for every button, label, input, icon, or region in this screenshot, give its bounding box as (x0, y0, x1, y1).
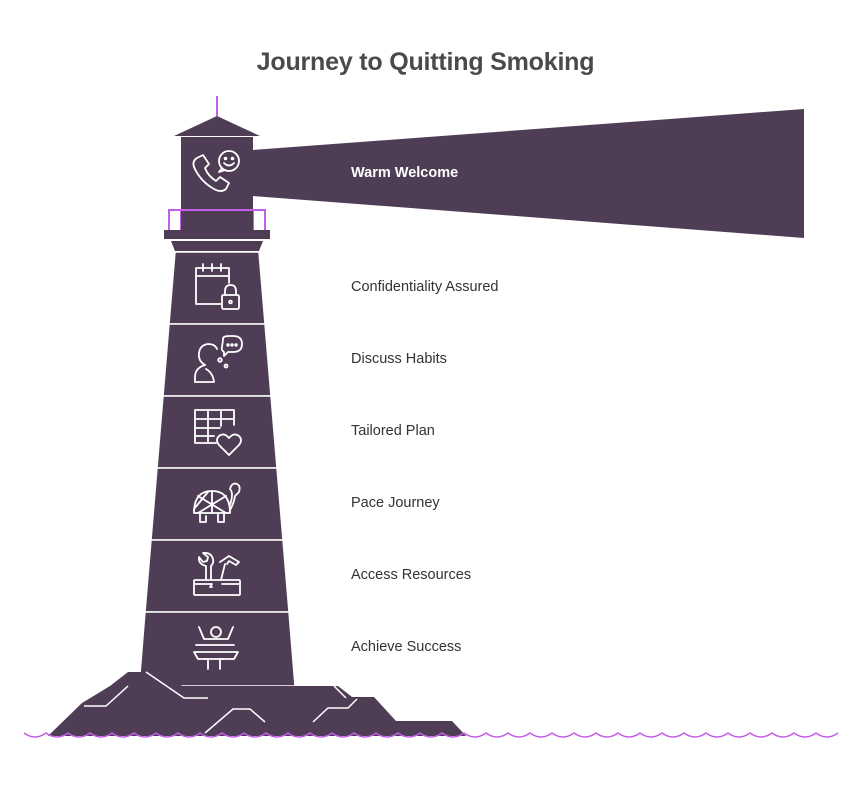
tower-segment-4 (150, 467, 284, 541)
turtle-icon (193, 482, 241, 523)
light-beam (253, 109, 804, 238)
tower-segment-1 (168, 251, 266, 325)
table-heart-icon (194, 409, 242, 456)
step-label-pace-journey: Pace Journey (351, 495, 440, 511)
lantern-room (181, 137, 253, 209)
person-speech-icon (194, 335, 243, 383)
balcony-deck (164, 230, 270, 239)
calendar-lock-icon (195, 263, 240, 310)
balcony-inner (181, 211, 253, 230)
step-label-confidentiality-assured: Confidentiality Assured (351, 279, 499, 295)
step-label-warm-welcome: Warm Welcome (351, 165, 459, 181)
tower-segment-5 (144, 539, 290, 613)
water-waves (23, 732, 839, 738)
balcony-collar (171, 241, 263, 251)
celebrating-person-icon (193, 626, 239, 670)
step-label-discuss-habits: Discuss Habits (351, 351, 447, 367)
tower-segment-2 (162, 323, 272, 397)
lighthouse-roof (174, 116, 260, 136)
rocks (48, 671, 466, 736)
phone-smile-icon (192, 150, 240, 192)
step-label-achieve-success: Achieve Success (351, 639, 462, 655)
tower (138, 251, 296, 687)
step-label-access-resources: Access Resources (351, 567, 472, 583)
toolbox-icon (193, 551, 241, 596)
tower-segment-3 (156, 395, 278, 469)
step-label-tailored-plan: Tailored Plan (351, 423, 435, 439)
page-title: Journey to Quitting Smoking (256, 48, 595, 76)
